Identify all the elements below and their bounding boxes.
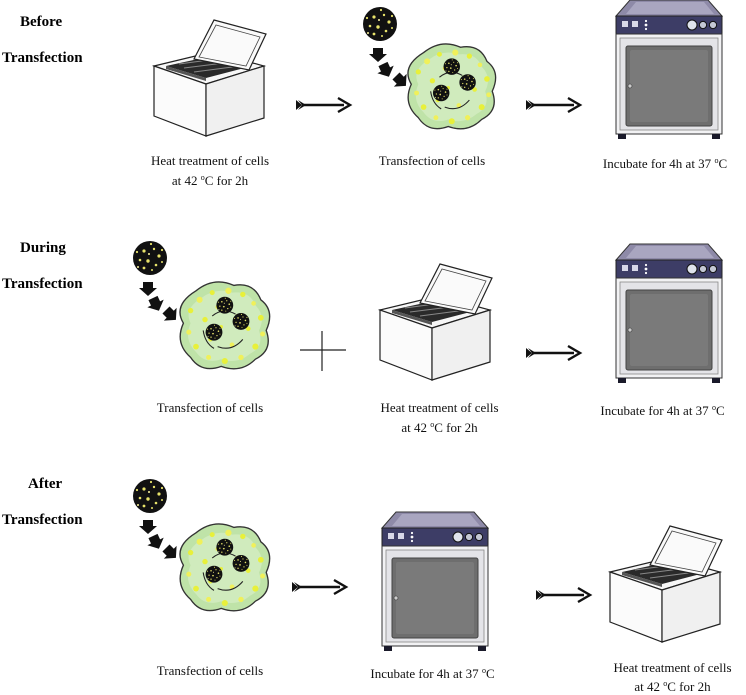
arrow-icon <box>524 344 582 362</box>
incubator-icon <box>381 511 489 652</box>
cell-icon <box>180 282 270 369</box>
arrow-down-icon <box>369 48 413 93</box>
water-bath-icon <box>609 525 723 643</box>
nanoparticle-icon <box>363 7 397 41</box>
transfection-illustration <box>133 479 276 611</box>
arrow-icon <box>290 578 348 596</box>
row-title-after: After <box>28 476 63 492</box>
step-caption: Incubate for 4h at 37 oC <box>602 156 728 171</box>
incubator-icon <box>615 0 723 140</box>
step-caption: Transfection of cells <box>378 153 486 168</box>
row-title-before: Before <box>20 14 63 30</box>
transfection-illustration <box>363 7 496 132</box>
plus-icon <box>300 331 346 371</box>
step-caption: Incubate for 4h at 37 oC <box>600 403 725 418</box>
water-bath-icon <box>153 19 267 137</box>
arrow-icon <box>294 96 352 114</box>
nanoparticle-icon <box>133 241 167 275</box>
water-bath-icon <box>379 263 493 381</box>
step-caption: Heat treatment of cells at 42 oC for 2h <box>150 153 270 188</box>
row-subtitle-before: Transfection <box>2 50 83 66</box>
step-caption: Heat treatment of cells at 42 oC for 2h <box>613 660 732 694</box>
step-caption: Transfection of cells <box>156 400 264 415</box>
cell-icon <box>408 44 496 129</box>
arrow-down-icon <box>139 520 183 565</box>
step-caption: Transfection of cells <box>156 663 264 678</box>
arrow-icon <box>524 96 582 114</box>
incubator-icon <box>615 243 723 384</box>
step-caption: Heat treatment of cells at 42 oC for 2h <box>380 400 499 435</box>
arrow-down-icon <box>139 282 183 327</box>
nanoparticle-icon <box>133 479 167 513</box>
row-title-during: During <box>20 240 66 256</box>
arrow-icon <box>534 586 592 604</box>
step-caption: Incubate for 4h at 37 oC <box>370 666 495 681</box>
transfection-illustration <box>133 241 276 369</box>
row-subtitle-during: Transfection <box>2 276 83 292</box>
row-subtitle-after: Transfection <box>2 512 83 528</box>
cell-icon <box>180 524 270 611</box>
